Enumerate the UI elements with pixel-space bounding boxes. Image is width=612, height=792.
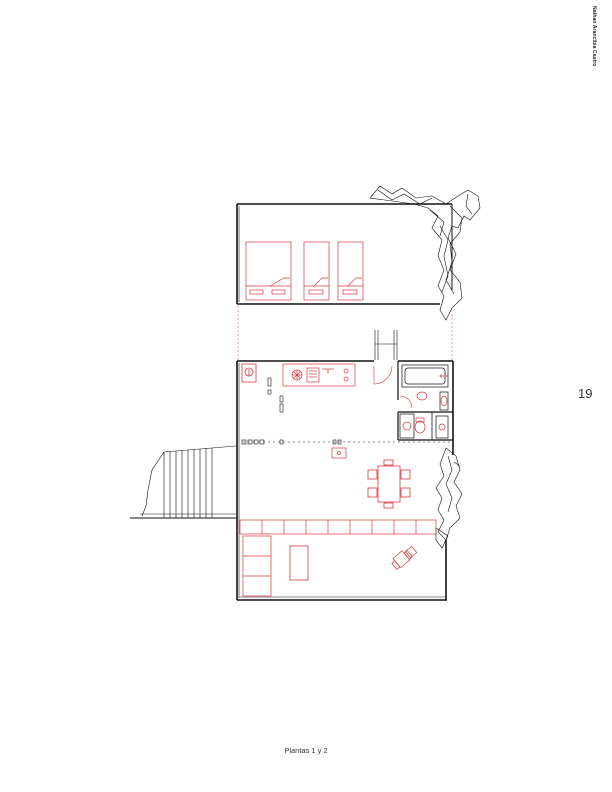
lower-floor-plan (130, 330, 463, 601)
sink-icon (416, 391, 428, 401)
dining-table-icon (367, 459, 411, 509)
fireplace-icon (241, 363, 257, 383)
stairs-icon (374, 330, 398, 360)
shelving (242, 535, 272, 597)
bed-icon (245, 241, 292, 301)
deck-icon (130, 445, 237, 519)
toilet-icon (439, 391, 449, 411)
structural-columns (267, 377, 284, 413)
side-table (331, 447, 347, 459)
page-number: 19 (578, 386, 593, 401)
sink-icon (399, 413, 415, 439)
sink-icon (322, 368, 334, 374)
sink-icon (435, 415, 449, 439)
armchair-icon (404, 545, 418, 559)
sofa-icon (289, 545, 309, 581)
armchair-icon (391, 550, 413, 570)
upper-floor-walls (236, 203, 453, 305)
bathtub-icon (401, 364, 449, 388)
door-swing (373, 365, 413, 409)
rock-icon (435, 447, 463, 549)
plan-caption: Plantas 1 y 2 (284, 746, 328, 755)
beam-line (241, 439, 450, 445)
toilet-icon (414, 417, 426, 434)
bed-icon (337, 241, 364, 301)
rock-icon (369, 185, 481, 321)
kitchen-counter (282, 363, 356, 387)
bed-icon (303, 241, 330, 301)
built-in-bench (239, 519, 437, 535)
projection-guides (237, 306, 453, 360)
upper-floor-plan (236, 185, 481, 321)
lower-floor-walls (236, 360, 454, 601)
stove-icon (291, 369, 303, 381)
